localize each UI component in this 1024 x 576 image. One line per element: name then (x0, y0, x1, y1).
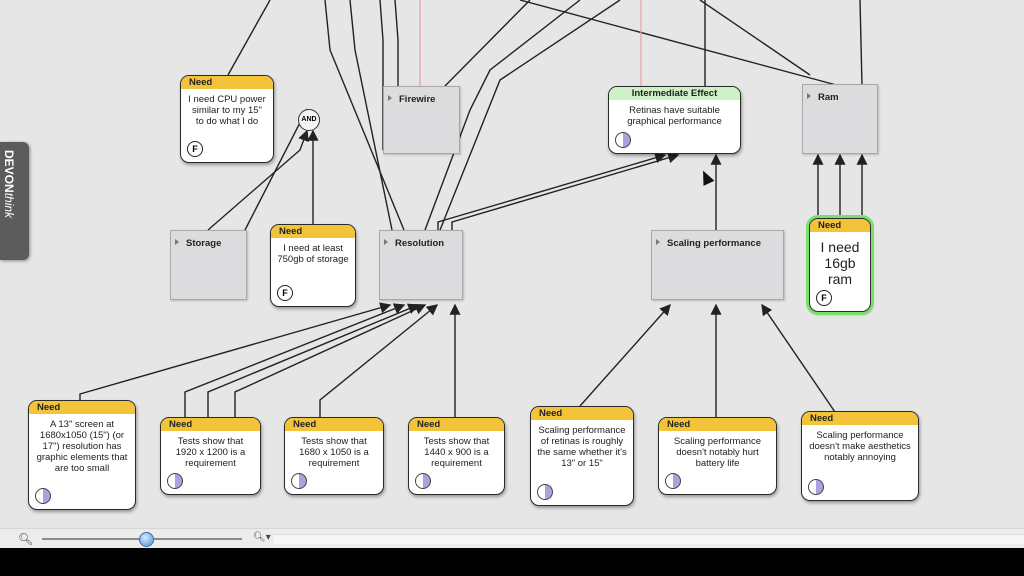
resolution-box[interactable]: Resolution (379, 230, 463, 300)
need-header: Need (29, 401, 135, 414)
effect-text: Retinas have suitable graphical performa… (627, 105, 722, 127)
firewire-box[interactable]: Firewire (383, 86, 460, 154)
need-text: Tests show that 1440 x 900 is a requirem… (423, 436, 490, 469)
bottom-toolbar: 🔍︎ 🔍︎▾ (0, 528, 1024, 549)
need-node-storage[interactable]: Need I need at least 750gb of storage F (270, 224, 356, 307)
need-header: Need (181, 76, 273, 89)
zoom-out-icon[interactable]: 🔍︎ (18, 532, 34, 546)
need-text: I need CPU power similar to my 15" to do… (188, 94, 266, 127)
horizontal-scrollbar[interactable] (274, 534, 1024, 544)
need-node-scaling-same[interactable]: Need Scaling performance of retinas is r… (530, 406, 634, 506)
pie-progress-icon (665, 473, 681, 489)
pie-progress-icon (537, 484, 553, 500)
need-header: Need (810, 219, 870, 232)
need-text: Scaling performance of retinas is roughl… (537, 425, 627, 469)
f-badge-icon: F (187, 141, 203, 157)
need-node-tests-1680[interactable]: Need Tests show that 1680 x 1050 is a re… (284, 417, 384, 495)
need-node-tests-1920[interactable]: Need Tests show that 1920 x 1200 is a re… (160, 417, 261, 495)
pie-progress-icon (291, 473, 307, 489)
scaling-performance-label: Scaling performance (656, 238, 761, 249)
need-text: Scaling performance doesn't make aesthet… (809, 430, 911, 463)
need-node-scaling-battery[interactable]: Need Scaling performance doesn't notably… (658, 417, 777, 495)
and-gate[interactable]: AND (298, 109, 320, 131)
pie-progress-icon (415, 473, 431, 489)
ram-label: Ram (807, 92, 839, 103)
need-text: Scaling performance doesn't notably hurt… (673, 436, 762, 469)
letterbox-bar (0, 548, 1024, 576)
need-node-cpu[interactable]: Need I need CPU power similar to my 15" … (180, 75, 274, 163)
need-text: I need at least 750gb of storage (277, 243, 349, 265)
need-header: Need (285, 418, 383, 431)
storage-label: Storage (175, 238, 221, 249)
need-header: Need (409, 418, 504, 431)
pie-progress-icon (808, 479, 824, 495)
pie-progress-icon (35, 488, 51, 504)
need-header: Need (659, 418, 776, 431)
zoom-slider-thumb[interactable] (138, 532, 154, 547)
storage-box[interactable]: Storage (170, 230, 247, 300)
need-header: Need (271, 225, 355, 238)
f-badge-icon: F (816, 290, 832, 306)
resolution-label: Resolution (384, 238, 444, 249)
intermediate-effect-node[interactable]: Intermediate Effect Retinas have suitabl… (608, 86, 741, 154)
pie-progress-icon (615, 132, 631, 148)
need-text: A 13" screen at 1680x1050 (15") (or 17")… (36, 419, 128, 474)
need-text: Tests show that 1920 x 1200 is a require… (175, 436, 246, 469)
need-node-ram[interactable]: Need I need 16gb ram F (809, 218, 871, 312)
need-node-screen-13[interactable]: Need A 13" screen at 1680x1050 (15") (or… (28, 400, 136, 510)
devonthink-sidebar-tab[interactable]: DEVONthink (0, 142, 29, 260)
effect-header: Intermediate Effect (609, 87, 740, 100)
need-header: Need (802, 412, 918, 425)
need-header: Need (161, 418, 260, 431)
scaling-performance-box[interactable]: Scaling performance (651, 230, 784, 300)
need-header: Need (531, 407, 633, 420)
pie-progress-icon (167, 473, 183, 489)
need-text: Tests show that 1680 x 1050 is a require… (299, 436, 369, 469)
need-text: I need 16gb ram (820, 239, 860, 287)
firewire-label: Firewire (388, 94, 435, 105)
devonthink-logo: DEVONthink (2, 150, 16, 219)
map-canvas[interactable]: Firewire Ram Storage Resolution Scaling … (0, 0, 1024, 528)
need-node-tests-1440[interactable]: Need Tests show that 1440 x 900 is a req… (408, 417, 505, 495)
ram-box[interactable]: Ram (802, 84, 878, 154)
connections-layer (79, 0, 868, 418)
zoom-in-icon[interactable]: 🔍︎▾ (253, 532, 271, 543)
need-node-scaling-aesthetics[interactable]: Need Scaling performance doesn't make ae… (801, 411, 919, 501)
f-badge-icon: F (277, 285, 293, 301)
